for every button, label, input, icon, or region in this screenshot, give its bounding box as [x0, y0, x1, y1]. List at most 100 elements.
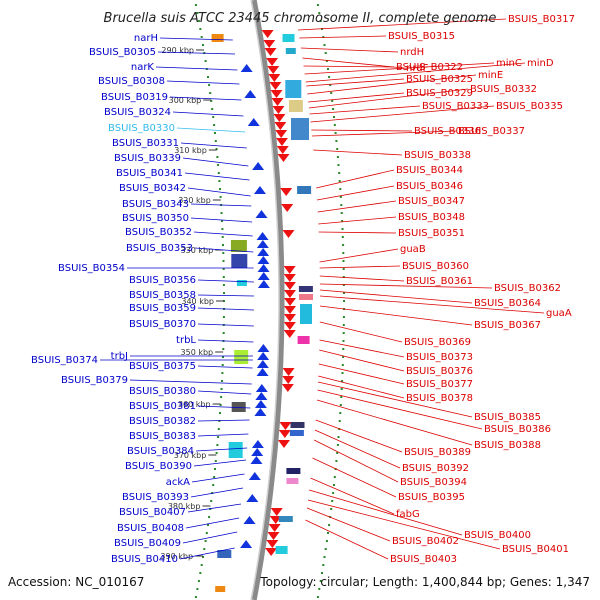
- outer-tick-dot: [338, 420, 341, 422]
- inner-tick-dot: [211, 108, 214, 110]
- inner-tick-dot: [200, 36, 203, 38]
- reverse-strand-gene-arrow: [263, 40, 276, 48]
- forward-strand-gene-arrow: [254, 400, 267, 408]
- inner-tick-dot: [217, 436, 220, 438]
- reverse-strand-gene-arrow: [283, 282, 296, 290]
- outer-tick-dot: [342, 284, 345, 286]
- gene-label-right: fabG: [396, 509, 420, 520]
- leader-line-left: [197, 279, 254, 283]
- outer-tick-dot: [330, 508, 333, 510]
- outer-tick-dot: [328, 76, 331, 78]
- inner-tick-dot: [202, 44, 204, 46]
- gene-label-right: nrdF: [406, 63, 429, 74]
- inner-tick-dot: [222, 244, 224, 246]
- reverse-strand-gene-arrow: [273, 114, 286, 122]
- gene-label-right: BSUIS_B0337: [458, 126, 525, 137]
- gene-feature-block: [297, 336, 310, 344]
- inner-tick-dot: [216, 444, 219, 446]
- leader-line-right: [317, 389, 483, 430]
- gene-label-right: BSUIS_B0377: [406, 379, 473, 390]
- gene-label-left: BSUIS_B0379: [61, 375, 128, 386]
- inner-tick-dot: [222, 284, 225, 286]
- gene-label-left: BSUIS_B0407: [119, 507, 186, 518]
- gene-label-left: BSUIS_B0381: [129, 401, 196, 412]
- inner-tick-dot: [212, 484, 215, 486]
- inner-tick-dot: [220, 212, 223, 214]
- gene-label-right: BSUIS_B0385: [474, 412, 541, 423]
- leader-line-right: [309, 105, 421, 115]
- reverse-strand-gene-arrow: [267, 66, 280, 74]
- gene-label-right: BSUIS_B0332: [470, 84, 537, 95]
- leader-line-left: [159, 37, 233, 41]
- outer-tick-dot: [341, 220, 344, 222]
- gene-feature-block: [231, 254, 248, 268]
- inner-tick-dot: [221, 364, 224, 366]
- gene-label-right: BSUIS_B0315: [388, 31, 455, 42]
- outer-tick-dot: [342, 332, 345, 334]
- gene-feature-block: [278, 516, 293, 522]
- forward-strand-gene-arrow: [256, 240, 269, 248]
- inner-tick-dot: [204, 60, 207, 62]
- reverse-strand-gene-arrow: [274, 122, 287, 130]
- outer-tick-dot: [332, 492, 335, 494]
- leader-line-right: [307, 499, 501, 550]
- leader-line-right: [315, 419, 403, 453]
- gene-feature-block: [285, 48, 296, 54]
- kbp-label: 340 kbp: [181, 297, 214, 306]
- gene-label-left: BSUIS_B0370: [129, 319, 196, 330]
- outer-tick-dot: [336, 148, 339, 150]
- gene-label-left: BSUIS_B0342: [119, 183, 186, 194]
- reverse-strand-gene-arrow: [278, 430, 291, 438]
- leader-line-left: [155, 66, 238, 71]
- reverse-strand-gene-arrow: [283, 314, 296, 322]
- kbp-label: 310 kbp: [174, 146, 207, 155]
- forward-strand-gene-arrow: [252, 162, 265, 170]
- kbp-label: 320 kbp: [178, 196, 211, 205]
- gene-label-right: minE: [478, 70, 503, 81]
- inner-tick-dot: [220, 388, 223, 390]
- outer-tick-dot: [324, 548, 327, 550]
- reverse-strand-gene-arrow: [283, 274, 296, 282]
- reverse-strand-gene-arrow: [268, 74, 281, 82]
- leader-line-right: [314, 429, 401, 469]
- gene-label-right: BSUIS_B0373: [406, 352, 473, 363]
- inner-tick-dot: [217, 164, 220, 166]
- reverse-strand-gene-arrow: [283, 290, 296, 298]
- gene-label-left: BSUIS_B0382: [129, 416, 196, 427]
- leader-line-right: [318, 363, 405, 385]
- leader-line-right: [313, 439, 399, 483]
- gene-label-left: BSUIS_B0331: [112, 138, 179, 149]
- leader-line-left: [169, 96, 242, 101]
- kbp-label: 330 kbp: [181, 246, 214, 255]
- reverse-strand-gene-arrow: [272, 106, 285, 114]
- outer-tick-dot: [338, 180, 341, 182]
- leader-line-left: [182, 531, 238, 544]
- gene-label-right: BSUIS_B0362: [494, 283, 561, 294]
- leader-line-right: [298, 18, 507, 31]
- outer-tick-dot: [343, 300, 345, 302]
- gene-label-right: BSUIS_B0333: [422, 101, 489, 112]
- gene-feature-block: [300, 304, 312, 324]
- reverse-strand-gene-arrow: [283, 266, 296, 274]
- gene-label-left: BSUIS_B0375: [129, 361, 196, 372]
- outer-tick-dot: [339, 404, 342, 406]
- inner-tick-dot: [202, 556, 204, 558]
- forward-strand-gene-arrow: [251, 448, 264, 456]
- outer-tick-dot: [327, 68, 329, 70]
- inner-tick-dot: [216, 156, 219, 158]
- forward-strand-gene-arrow: [255, 384, 268, 392]
- outer-tick-dot: [331, 100, 334, 102]
- gene-label-right: BSUIS_B0378: [406, 393, 473, 404]
- outer-tick-dot: [333, 484, 335, 486]
- leader-line-left: [197, 339, 254, 343]
- inner-tick-dot: [222, 276, 225, 278]
- reverse-strand-gene-arrow: [278, 440, 291, 448]
- inner-tick-dot: [214, 140, 217, 142]
- leader-line-right: [318, 216, 397, 225]
- inner-tick-dot: [221, 236, 224, 238]
- gene-feature-block: [231, 402, 246, 412]
- reverse-strand-gene-arrow: [279, 422, 292, 430]
- outer-tick-dot: [340, 396, 343, 398]
- outer-tick-dot: [342, 276, 345, 278]
